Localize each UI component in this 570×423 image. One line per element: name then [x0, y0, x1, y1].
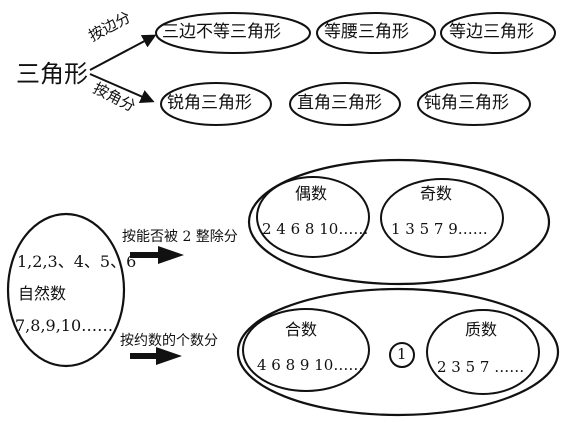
isosceles-oval: [316, 12, 436, 54]
parity-criterion-label: 按能否被 2 整除分: [122, 229, 238, 245]
divisor-criterion-label: 按约数的个数分: [120, 333, 218, 349]
right-oval: [289, 82, 401, 126]
even-values: 2 4 6 8 10……: [262, 220, 369, 238]
acute-oval: [160, 82, 272, 126]
natural-numbers-oval: [6, 212, 126, 368]
natural-numbers-line1: 1,2,3、4、5、6: [17, 252, 137, 271]
divisor-arrow-shaft: [130, 353, 158, 359]
parity-arrow-shaft: [130, 252, 160, 258]
odd-title: 奇数: [420, 184, 453, 203]
natural-numbers-line2: 7,8,9,10……: [15, 316, 114, 335]
right-triangle-label: 直角三角形: [297, 93, 382, 113]
prime-values: 2 3 5 7 ……: [437, 358, 525, 376]
parity-arrow-head: [158, 246, 184, 264]
divisor-outer-oval: [236, 287, 560, 417]
equilateral-oval: [440, 12, 556, 54]
one-label: 1: [397, 345, 407, 363]
even-oval: [256, 176, 370, 258]
prime-title: 质数: [465, 320, 498, 339]
parity-outer-oval: [247, 158, 551, 286]
prime-oval: [426, 309, 540, 395]
one-circle: [389, 342, 415, 368]
by-angle-arrow: [89, 73, 155, 103]
composite-title: 合数: [285, 320, 318, 339]
odd-values: 1 3 5 7 9……: [391, 220, 488, 238]
isosceles-triangle-label: 等腰三角形: [324, 22, 409, 42]
acute-triangle-label: 锐角三角形: [167, 93, 252, 113]
composite-values: 4 6 8 9 10……: [257, 356, 364, 374]
triangle-root-label: 三角形: [16, 60, 88, 88]
scalene-oval: [155, 12, 311, 54]
obtuse-oval: [417, 82, 531, 126]
equilateral-triangle-label: 等边三角形: [449, 22, 534, 42]
divisor-arrow-head: [156, 347, 182, 365]
composite-oval: [242, 308, 370, 392]
scalene-triangle-label: 三边不等三角形: [162, 22, 281, 42]
obtuse-triangle-label: 钝角三角形: [424, 93, 509, 113]
even-title: 偶数: [295, 184, 328, 203]
odd-oval: [380, 178, 504, 258]
natural-numbers-name: 自然数: [18, 284, 67, 303]
by-side-arrow: [89, 34, 157, 71]
